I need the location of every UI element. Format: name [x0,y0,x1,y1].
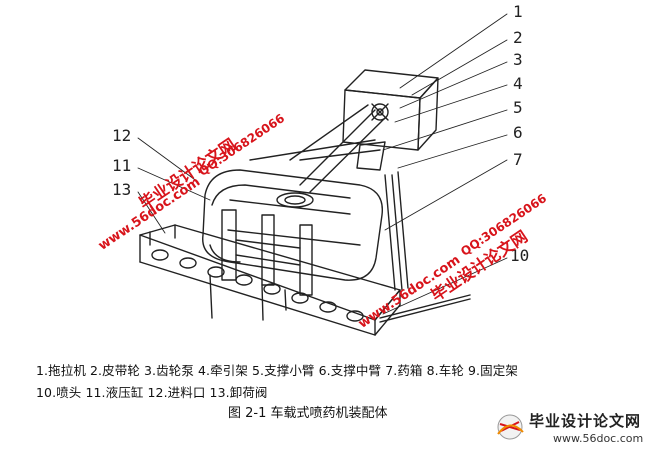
leader-lines [137,13,508,315]
pulley-gear-pump [371,103,389,121]
callout-3: 3 [513,50,523,69]
figure-caption: 图 2-1 车载式喷药机装配体 [228,406,388,421]
tractor-box [342,69,439,151]
brand-name: 毕业设计论文网 [529,412,642,430]
legend-line-1: 1.拖拉机 2.皮带轮 3.齿轮泵 4.牵引架 5.支撑小臂 6.支撑中臂 7.… [36,363,518,378]
callout-12: 12 [112,126,132,145]
callout-2: 2 [513,28,523,47]
legend-line-2: 10.喷头 11.液压缸 12.进料口 13.卸荷阀 [36,385,268,400]
support-arms [356,141,409,291]
callout-11: 11 [112,156,132,175]
inner-frame [221,209,313,296]
callout-1: 1 [513,2,523,21]
callout-7: 7 [513,150,523,169]
brand-globe-icon [497,414,524,440]
callout-5: 5 [513,98,523,117]
wheel-struts [209,274,287,321]
callout-13: 13 [112,180,132,199]
callout-10: 10 [510,246,530,265]
brand-url: www.56doc.com [553,432,644,445]
nozzle-bar [379,294,471,323]
callout-4: 4 [513,74,523,93]
brand-logo-block: 毕业设计论文网 www.56doc.com [495,406,655,452]
callout-6: 6 [513,123,523,142]
